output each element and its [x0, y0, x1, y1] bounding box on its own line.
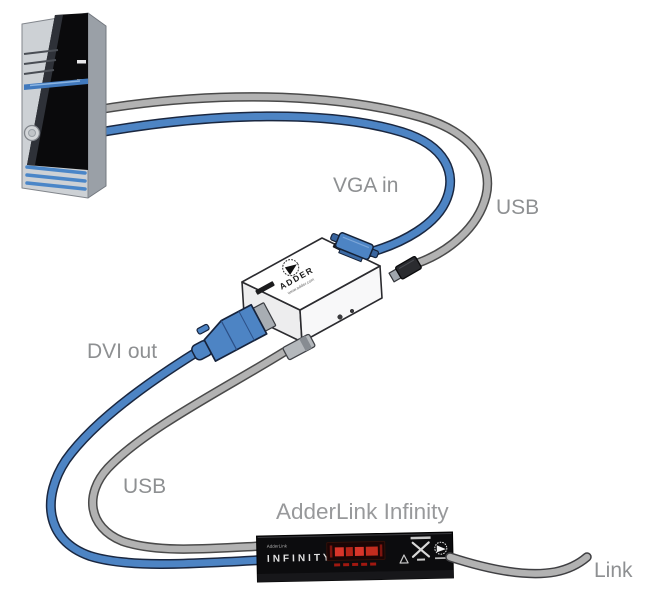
extender-model-text: INFINITY: [267, 552, 333, 564]
rj45-port-icon: [410, 536, 431, 561]
label-extender-caption: AdderLink Infinity: [276, 499, 449, 524]
dvi-connector: [191, 302, 277, 362]
adderlink-infinity-extender: AdderLink INFINITY: [256, 531, 454, 583]
computer-tower: [21, 12, 107, 199]
tower-side-panel: [87, 12, 107, 199]
extender-top-highlight: [257, 532, 452, 539]
led-display: [326, 540, 386, 567]
usb-plug-converter: [388, 255, 422, 283]
warning-triangle-icon: [399, 554, 409, 564]
extender-brand-text: AdderLink: [267, 543, 288, 548]
tower-eject-button: [77, 60, 86, 64]
converter-led-1: [337, 314, 343, 320]
led-dash-row: [334, 562, 377, 567]
tower-vent-stripes: [25, 165, 87, 191]
usb-plug-bottom: [282, 333, 316, 361]
converter-port-label-bar-left: [255, 281, 275, 295]
extender-bottom-band: [257, 569, 454, 583]
label-link: Link: [594, 559, 633, 582]
usb-cable-bottom: [88, 347, 289, 554]
tower-power-button-inner: [28, 129, 36, 137]
adder-bird-icon: [284, 264, 297, 275]
converter-led-2: [349, 308, 355, 314]
vga-dvi-converter: ADDER www.adder.com: [241, 237, 383, 343]
vga-cable: [91, 111, 456, 257]
label-vga-in: VGA in: [333, 174, 398, 197]
tower-black-bezel: [27, 13, 88, 170]
label-usb-top: USB: [496, 196, 539, 219]
label-dvi-out: DVI out: [87, 340, 157, 363]
extender-bird-logo-icon: [434, 541, 448, 560]
converter-top-face: [241, 237, 381, 311]
vga-connector: [330, 232, 380, 263]
label-usb-bottom: USB: [123, 475, 166, 498]
dvi-cable: [45, 345, 267, 569]
link-cable: [445, 552, 592, 579]
tower-drive-bays: [23, 49, 59, 75]
usb-cable-top: [91, 92, 493, 268]
tower-led-stripe-glow: [29, 80, 81, 87]
